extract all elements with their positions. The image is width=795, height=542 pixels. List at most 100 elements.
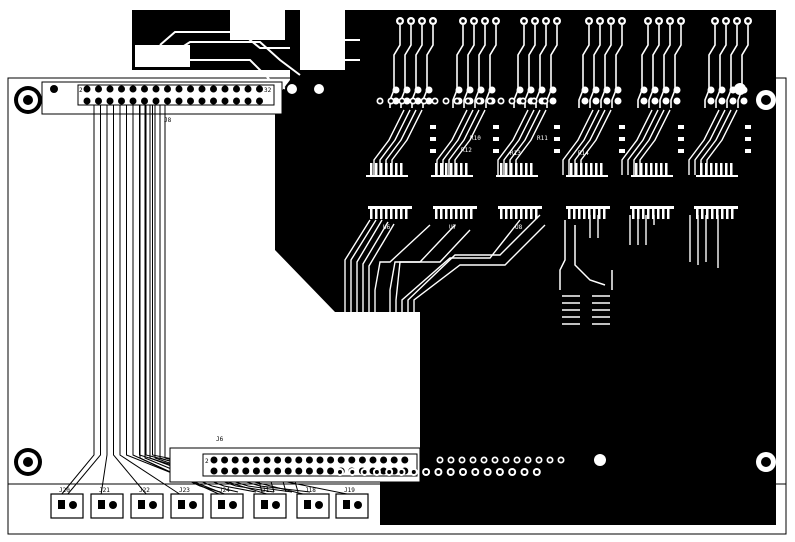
resistor-pad (678, 137, 684, 141)
j6-pin (252, 467, 260, 475)
channel-via (718, 86, 726, 94)
via-white (285, 82, 299, 96)
copper-cutout (300, 10, 345, 70)
terminal-block: J1 (253, 487, 287, 519)
chip-lead (520, 209, 523, 219)
terminal-body (50, 493, 84, 519)
channel-trace (442, 109, 474, 175)
channel-via (740, 86, 748, 94)
chip-outline (498, 206, 542, 209)
resistor-pad (493, 125, 499, 129)
chip-lead (593, 209, 596, 219)
j8-pin (187, 97, 194, 105)
j8-pin (106, 85, 114, 93)
pad-hole (424, 470, 429, 474)
j8-pin-right-label: 32 (264, 87, 272, 94)
chip-lead (445, 209, 448, 219)
j6-pin (337, 456, 345, 464)
j8-pin (256, 97, 263, 105)
pad-hole (422, 99, 426, 103)
resistor-pad (430, 137, 436, 141)
copper-pour-main (132, 10, 776, 525)
chip-lead (575, 163, 578, 175)
j8-pin (83, 97, 91, 105)
channel-pad-hole (483, 19, 487, 23)
via-black (50, 85, 58, 93)
pad-hole (482, 458, 486, 462)
channel-trace (670, 25, 682, 108)
terminal-pin-round (149, 501, 157, 509)
chip-lead (395, 209, 398, 219)
chip-lead (731, 209, 734, 219)
chip-lead (510, 163, 513, 175)
chip-lead (465, 209, 468, 219)
chip-outline (630, 206, 674, 209)
chip-lead (706, 209, 709, 219)
chip-lead (701, 209, 704, 219)
chip-lead (640, 163, 643, 175)
terminal-pin-round (315, 501, 323, 509)
j8-pin (152, 97, 160, 105)
j6-pin (295, 467, 303, 475)
chip-outline (433, 206, 477, 209)
channel-pad-hole (724, 19, 728, 23)
chip-lead (395, 163, 398, 175)
j8-pin-left-label: 2 (79, 87, 83, 94)
resistor-pad (430, 125, 436, 129)
channel-trace (633, 109, 665, 175)
chip-lead (721, 209, 724, 219)
j8-pin (210, 97, 217, 105)
j8-pin (129, 85, 137, 93)
pad-hole (438, 458, 442, 462)
pad-hole (387, 470, 392, 474)
resistor-pad (745, 149, 751, 153)
chip-lead (635, 163, 638, 175)
channel-pad-hole (587, 19, 591, 23)
chip-lead (470, 209, 473, 219)
pad-row (336, 97, 565, 476)
channel-via (707, 86, 715, 94)
terminal-pin-square (138, 500, 145, 509)
channel-trace (452, 25, 464, 108)
chip-lead (667, 209, 670, 219)
mounting-hole (756, 90, 776, 110)
channel-pad-hole (398, 19, 402, 23)
j8-pin (221, 97, 229, 105)
channel-pad-hole (472, 19, 476, 23)
resistor-pad (554, 125, 560, 129)
pad-hole (510, 470, 515, 474)
resistor-label: R13 (510, 150, 521, 157)
pad-hole (473, 470, 478, 474)
channel-trace (589, 25, 601, 108)
j8-pin (141, 85, 148, 93)
j8-pin (256, 85, 263, 93)
chip-lead (590, 163, 593, 175)
channel-pad-hole (522, 19, 526, 23)
pad-hole (497, 470, 502, 474)
j8-pin (244, 85, 252, 93)
channel-trace (694, 109, 726, 175)
j6-pin (221, 467, 229, 475)
resistor-pad (619, 149, 625, 153)
chip-lead (520, 163, 523, 175)
resistor-pad (493, 149, 499, 153)
chip-outline (696, 175, 738, 177)
chip-lead (455, 163, 458, 175)
channel-trace (715, 25, 727, 108)
j8-pin (95, 97, 102, 105)
terminal-label: J21 (99, 487, 110, 494)
chip-lead (650, 163, 653, 175)
pad-hole (504, 458, 508, 462)
j6-pin (305, 467, 313, 475)
j8-pin (95, 85, 102, 93)
channel-pad-hole (409, 19, 413, 23)
chip-lead (380, 163, 383, 175)
chip-lead (460, 209, 463, 219)
resistor-label: R10 (470, 135, 481, 142)
vertical-leads (589, 215, 719, 268)
chip-lead (535, 209, 538, 219)
channel-via (640, 86, 648, 94)
pad-hole (350, 470, 355, 474)
terminal-pin-round (69, 501, 77, 509)
